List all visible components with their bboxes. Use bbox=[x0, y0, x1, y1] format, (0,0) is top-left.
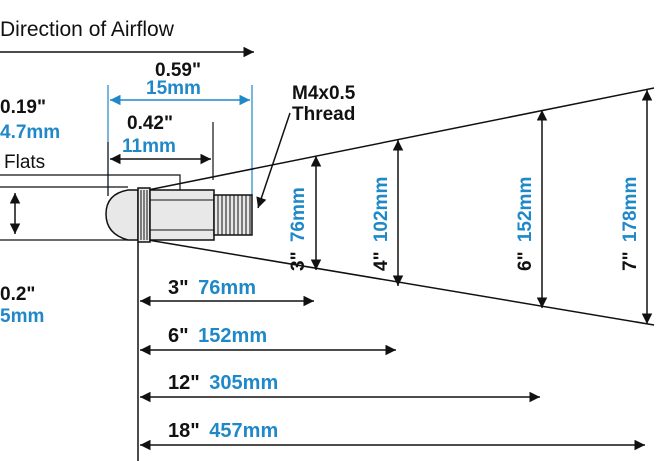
flats-label: Flats bbox=[4, 152, 45, 173]
spray-width-3in-label: 3" 76mm bbox=[288, 187, 309, 271]
nozzle-drawing bbox=[105, 187, 253, 243]
tip-diameter-mm: 5mm bbox=[0, 306, 44, 327]
overall-length-mm: 15mm bbox=[146, 78, 201, 99]
spray-width-4in-label: 4" 102mm bbox=[371, 177, 392, 271]
thread-leader bbox=[256, 112, 291, 209]
hex-diameter-mm: 4.7mm bbox=[0, 122, 60, 143]
body-length-mm: 11mm bbox=[122, 136, 176, 157]
thread-size: M4x0.5 bbox=[292, 83, 356, 104]
spray-width-7in-label: 7" 178mm bbox=[620, 177, 641, 271]
nozzle-hex-body bbox=[149, 189, 215, 241]
hex-diameter-in: 0.19" bbox=[0, 97, 46, 118]
nozzle-tip bbox=[105, 189, 139, 241]
spray-cone-top-edge bbox=[147, 87, 655, 191]
airflow-label: Direction of Airflow bbox=[0, 18, 175, 41]
distance-18in-label: 18" 457mm bbox=[168, 420, 278, 442]
distance-12in-label: 12" 305mm bbox=[168, 372, 278, 394]
spray-width-6in-label: 6" 152mm bbox=[515, 177, 536, 271]
body-length-in: 0.42" bbox=[127, 113, 173, 134]
thread-lines bbox=[217, 195, 251, 235]
thread-label: Thread bbox=[292, 104, 355, 125]
distance-6in-label: 6" 152mm bbox=[168, 325, 267, 347]
flats-leader bbox=[0, 174, 181, 190]
tip-diameter-in: 0.2" bbox=[0, 284, 35, 305]
overall-length-in: 0.59" bbox=[155, 60, 201, 81]
distance-3in-label: 3" 76mm bbox=[168, 277, 256, 299]
